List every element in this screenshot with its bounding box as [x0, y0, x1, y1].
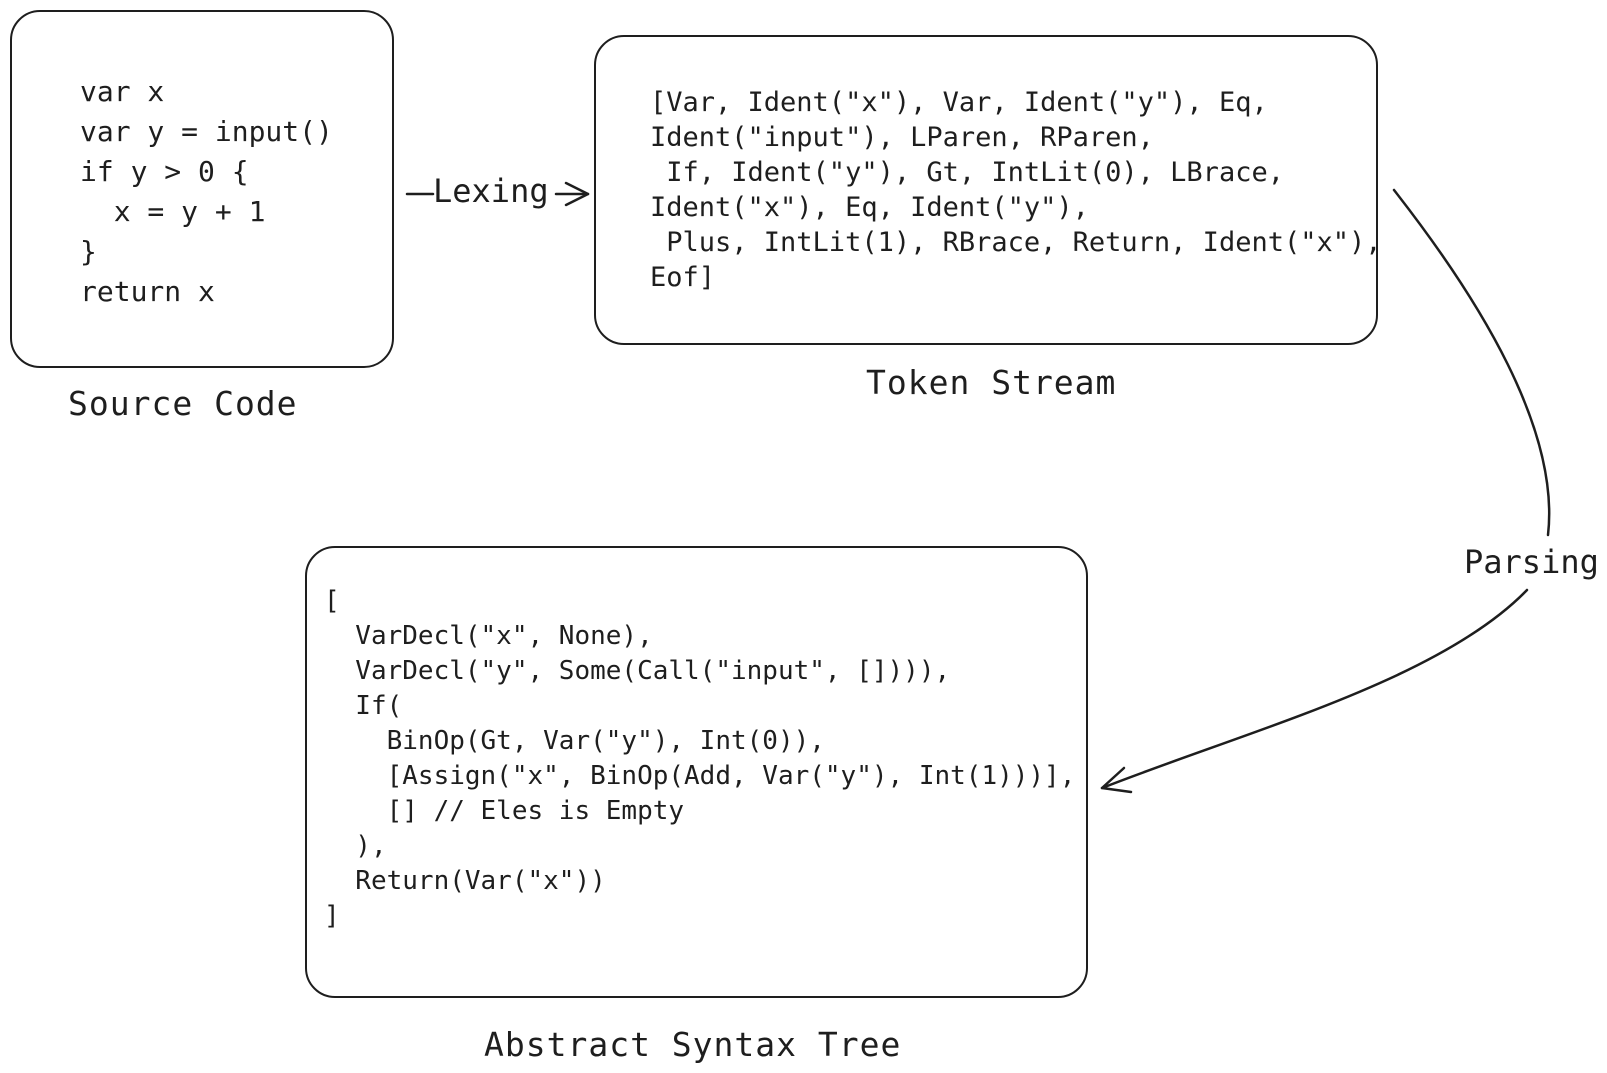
source-line: if y > 0 {	[80, 155, 249, 188]
lexing-label: Lexing	[433, 172, 549, 210]
source-line: var y = input()	[80, 115, 333, 148]
source-code-text: var x var y = input() if y > 0 { x = y + 1…	[80, 72, 333, 312]
ast-caption: Abstract Syntax Tree	[484, 1025, 902, 1064]
parsing-label: Parsing	[1464, 543, 1599, 581]
token-stream-caption: Token Stream	[866, 363, 1117, 402]
ast-line: [] // Eles is Empty	[324, 796, 685, 826]
ast-line: If(	[324, 691, 403, 721]
token-line: If, Ident("y"), Gt, IntLit(0), LBrace,	[650, 157, 1284, 188]
ast-box	[305, 546, 1088, 998]
source-line: return x	[80, 275, 215, 308]
source-line: x = y + 1	[80, 195, 266, 228]
ast-line: ),	[324, 831, 387, 861]
ast-line: Return(Var("x"))	[324, 866, 606, 896]
source-line: }	[80, 235, 97, 268]
source-code-caption: Source Code	[68, 384, 298, 423]
parsing-arrow-upper	[1392, 188, 1551, 537]
parsing-arrowhead	[1100, 766, 1133, 794]
ast-text: [ VarDecl("x", None), VarDecl("y", Some(…	[324, 584, 1075, 934]
source-line: var x	[80, 75, 165, 108]
ast-line: VarDecl("x", None),	[324, 621, 653, 651]
ast-line: ]	[324, 901, 340, 931]
lexing-arrowhead	[564, 181, 590, 207]
ast-line: VarDecl("y", Some(Call("input", []))),	[324, 656, 951, 686]
parsing-arrow-lower	[1100, 588, 1529, 790]
ast-line: [Assign("x", BinOp(Add, Var("y"), Int(1)…	[324, 761, 1076, 791]
ast-line: [	[324, 586, 340, 616]
token-line: [Var, Ident("x"), Var, Ident("y"), Eq,	[650, 87, 1268, 118]
source-code-box	[10, 10, 394, 368]
token-line: Eof]	[650, 262, 716, 293]
token-stream-text: [Var, Ident("x"), Var, Ident("y"), Eq, Id…	[650, 85, 1382, 295]
ast-line: BinOp(Gt, Var("y"), Int(0)),	[324, 726, 825, 756]
token-line: Ident("input"), LParen, RParen,	[650, 122, 1154, 153]
token-line: Ident("x"), Eq, Ident("y"),	[650, 192, 1089, 223]
token-stream-box	[594, 35, 1378, 345]
token-line: Plus, IntLit(1), RBrace, Return, Ident("…	[650, 227, 1382, 258]
